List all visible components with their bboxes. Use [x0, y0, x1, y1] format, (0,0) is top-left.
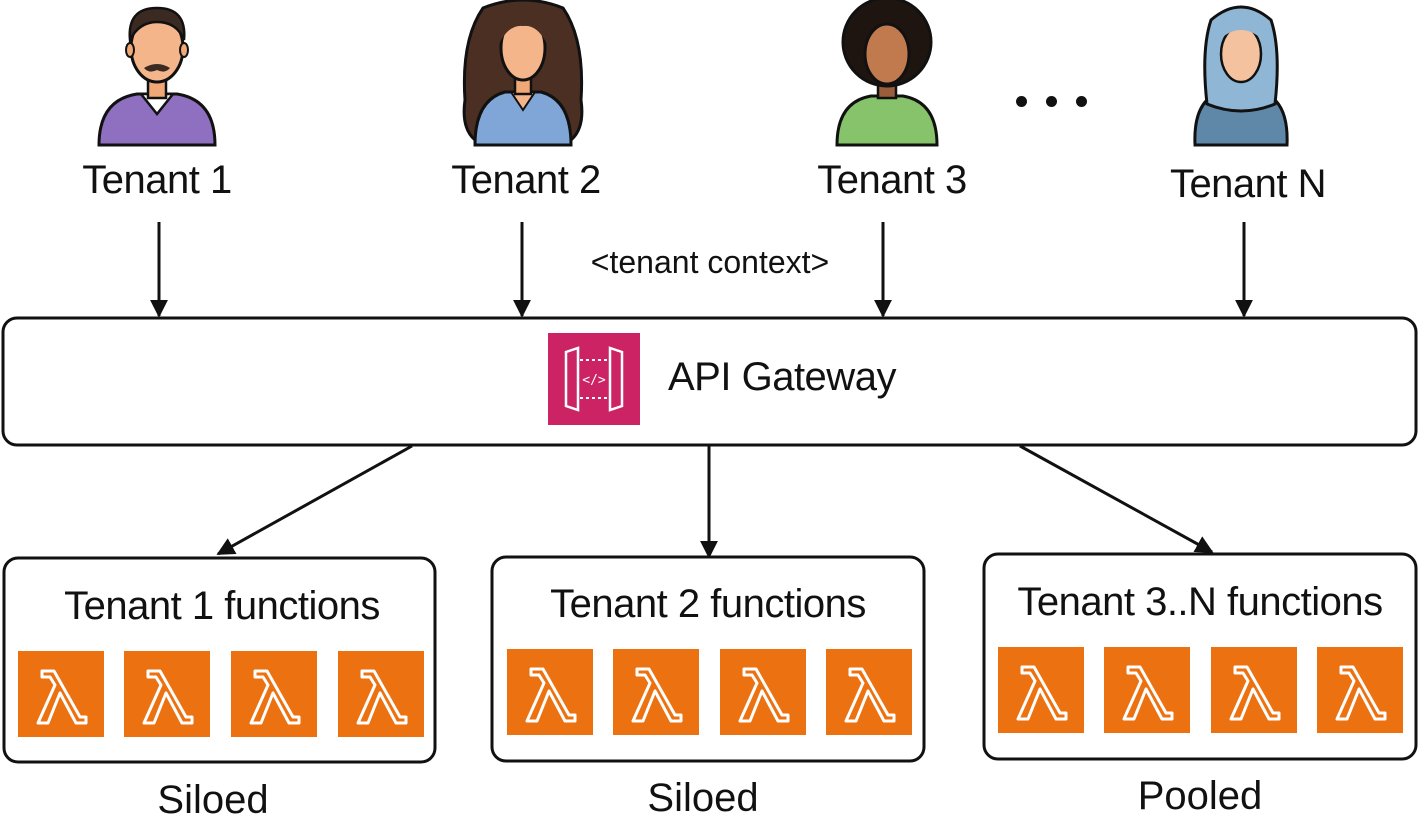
group-2-title: Tenant 2 functions	[550, 582, 866, 626]
lambda-icon	[505, 647, 595, 737]
man-curly-hair-avatar	[835, 0, 939, 147]
gateway-to-group-1-arrow	[216, 444, 413, 556]
lambda-icon	[1209, 645, 1299, 735]
lambda-icon	[611, 647, 701, 737]
lambda-icon	[996, 645, 1086, 735]
lambda-icon	[718, 647, 808, 737]
group-2-box	[490, 555, 926, 763]
group-2-footer: Siloed	[647, 776, 759, 818]
group-1-title: Tenant 1 functions	[64, 584, 380, 628]
group-1-footer: Siloed	[157, 778, 269, 818]
woman-hijab-avatar	[1193, 5, 1289, 147]
tenant-2-label: Tenant 2	[451, 158, 601, 202]
group-3-footer: Pooled	[1137, 774, 1263, 818]
lambda-icon	[336, 649, 426, 739]
group-1-box	[2, 556, 437, 764]
lambda-icon	[122, 649, 212, 739]
lambda-icon	[824, 647, 914, 737]
gateway-to-group-3-arrow	[1019, 444, 1214, 554]
tenant-n-label: Tenant N	[1169, 162, 1327, 206]
api-gateway-label: API Gateway	[668, 355, 896, 399]
tenant-3-label: Tenant 3	[817, 158, 967, 202]
svg-text:</>: </>	[582, 373, 606, 388]
lambda-icon	[1102, 645, 1192, 735]
more-tenants-ellipsis	[1008, 96, 1098, 116]
group-3-title: Tenant 3..N functions	[1017, 580, 1383, 624]
api-gateway-box	[1, 316, 1418, 447]
lambda-icon	[16, 649, 106, 739]
woman-long-hair-avatar	[462, 0, 584, 147]
lambda-icon	[229, 649, 319, 739]
tenant-1-label: Tenant 1	[82, 158, 232, 202]
man-mustache-avatar	[97, 6, 217, 147]
group-3-box	[982, 552, 1418, 761]
lambda-icon	[1315, 645, 1405, 735]
tenant-context-label: <tenant context>	[590, 244, 830, 280]
api-gateway-icon: </>	[548, 333, 640, 425]
